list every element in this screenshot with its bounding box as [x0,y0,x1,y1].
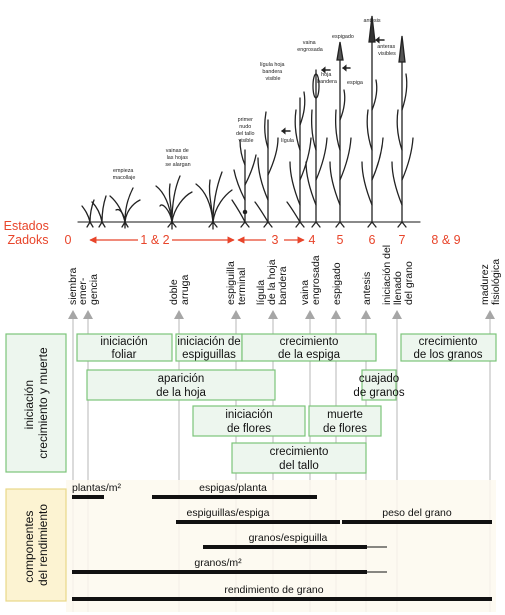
note-vainas: vainas de las hojas se alargan [165,148,190,168]
zadoks-8-9: 8 & 9 [431,233,460,247]
event-arrowheads [68,310,495,319]
plant-flag-leaf-2 [286,91,312,228]
event-espiguilla-terminal: espiguilla terminal [225,258,248,305]
components-side-label: componentes del rendimiento [22,504,50,586]
bar-espiguillas-espiga: espiguillas/espiga [176,507,340,524]
bar-peso-grano: peso del grano [342,507,492,524]
svg-text:espigas/planta: espigas/planta [199,482,267,494]
zadoks-title: Estados Zadoks [4,219,53,247]
plant-tillering [109,187,141,229]
process-side-box [5,333,67,473]
event-ligula-hoja-bandera: lígula de la hoja bandera [255,257,289,305]
note-espiga: espiga [347,80,363,86]
plant-sheaths-2 [195,171,233,230]
note-hoja-bandera: hoja bandera [317,72,337,85]
event-siembra: siembra [67,267,79,305]
svg-text:granos/espiguilla: granos/espiguilla [249,532,328,544]
event-vaina-engrosada: vaina engrosada [299,255,322,305]
zadoks-7: 7 [399,233,406,247]
zadoks-5: 5 [337,233,344,247]
event-labels: siembra emer- gencia doble arruga espigu… [67,242,502,305]
note-ligula-hoja-bandera: lígula hoja bandera visible [260,62,286,82]
components-section: componentes del rendimiento plantas/m² e… [5,480,496,612]
svg-text:rendimiento de grano: rendimiento de grano [224,584,323,596]
plant-growth-illustration [77,15,421,230]
bar-granos-espiguilla: granos/espiguilla [203,532,387,549]
plant-grain-filling [391,35,414,228]
event-antesis: antesis [361,272,373,305]
process-side-label: iniciación crecimiento y muerte [22,347,50,459]
note-ligula-arrow: lígula [281,138,294,144]
event-emergencia: emer- gencia [77,274,100,305]
svg-text:peso del grano: peso del grano [382,507,452,519]
event-madurez-fisiologica: madurez fisiológica [479,259,502,305]
process-section: iniciación crecimiento y muerte iniciaci… [5,333,497,474]
zadoks-0: 0 [65,233,72,247]
zadoks-3: 3 [272,233,279,247]
event-doble-arruga: doble arruga [168,274,191,305]
plant-flag-leaf [254,111,279,228]
bar-plantas-m2: plantas/m² [72,482,122,499]
bar-granos-m2: granos/m² [72,557,387,574]
plant-anthesis [361,15,384,228]
event-espigado: espigado [331,262,343,305]
note-empieza-macollaje: empieza macollaje [113,168,136,181]
svg-text:granos/m²: granos/m² [194,557,242,569]
plant-seedling-2 [91,195,107,228]
note-espigado: espigado [332,34,354,40]
plant-heading [329,41,352,228]
plant-first-node [231,139,257,228]
svg-text:espiguillas/espiga: espiguillas/espiga [187,507,270,519]
components-side-box [5,488,67,602]
zadoks-stages: Estados Zadoks 0 1 & 2 3 4 5 6 7 8 & 9 [4,219,461,247]
note-antesis: antesis [363,18,380,24]
zadoks-1-2: 1 & 2 [140,233,169,247]
plant-sheaths [155,175,193,230]
plant-notes: empieza macollaje vainas de las hojas se… [113,18,397,181]
note-primer-nudo: primer nudo del tallo visible [236,117,256,144]
bar-rendimiento-grano: rendimiento de grano [72,584,492,601]
note-vaina-engrosada: vaina engrosada [297,40,322,53]
zadoks-6: 6 [369,233,376,247]
event-iniciacion-llenado: iniciación del llenado del grano [381,242,415,305]
bar-espigas-planta: espigas/planta [152,482,317,499]
plant-boot [305,69,328,228]
svg-text:plantas/m²: plantas/m² [72,482,122,494]
note-anteras-visibles: anteras visibles [377,44,396,57]
zadoks-4: 4 [309,233,316,247]
plant-seedling-1 [81,199,95,228]
